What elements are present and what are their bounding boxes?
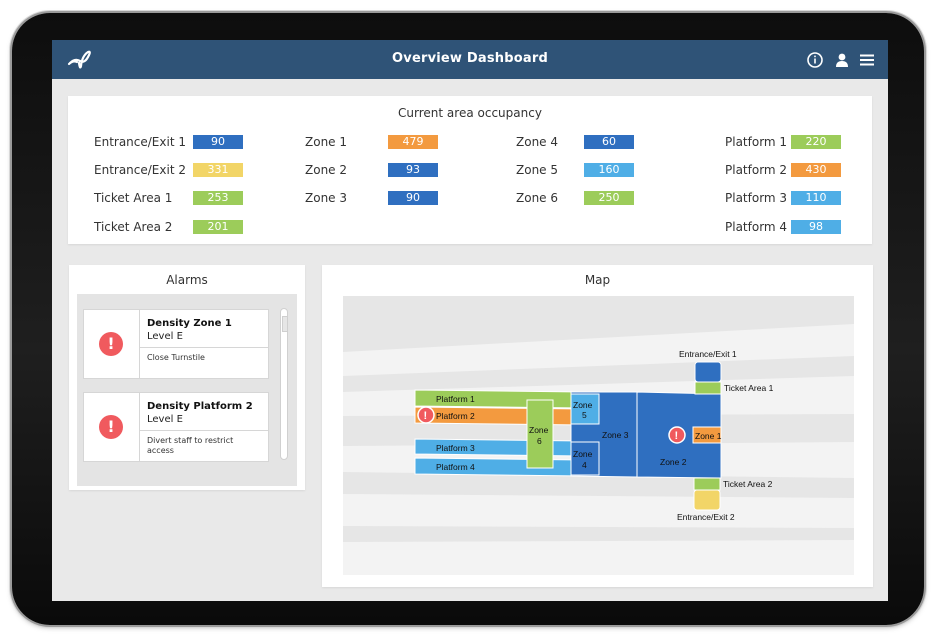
- occupancy-value: 93: [388, 163, 438, 177]
- alarm-title: Density Zone 1: [147, 318, 232, 329]
- svg-text:!: !: [675, 430, 679, 442]
- map-label-entrance-2: Entrance/Exit 2: [677, 512, 735, 522]
- alarm-list[interactable]: ! Density Zone 1 Level E Close Turnstile…: [77, 294, 297, 486]
- map-zone-4: [570, 441, 600, 476]
- occupancy-value: 160: [584, 163, 634, 177]
- occupancy-label: Platform 1: [725, 135, 788, 149]
- occupancy-value: 110: [791, 191, 841, 205]
- alarm-icon: !: [99, 415, 123, 439]
- app-screen: Overview Dashboard Current area occupanc…: [52, 40, 888, 601]
- map-label-platform-2: Platform 2: [436, 411, 475, 421]
- map-label-platform-3: Platform 3: [436, 443, 475, 453]
- occupancy-label: Platform 4: [725, 220, 788, 234]
- occupancy-label: Zone 1: [305, 135, 347, 149]
- alarms-title: Alarms: [166, 273, 208, 287]
- map-ticket-area-2: [693, 477, 721, 491]
- occupancy-label: Entrance/Exit 2: [94, 163, 186, 177]
- occupancy-value: 201: [193, 220, 243, 234]
- map-label-zone-4-a: Zone: [573, 449, 593, 459]
- logo-icon: [67, 50, 91, 69]
- occupancy-value: 250: [584, 191, 634, 205]
- map-label-platform-4: Platform 4: [436, 462, 475, 472]
- map-label-zone-1: Zone 1: [695, 431, 722, 441]
- occupancy-value: 90: [193, 135, 243, 149]
- occupancy-label: Zone 3: [305, 191, 347, 205]
- alarms-card: Alarms ! Density Zone 1 Level E Close Tu…: [69, 265, 305, 490]
- alarm-scrollbar[interactable]: [280, 308, 288, 460]
- alarm-title: Density Platform 2: [147, 401, 253, 412]
- occupancy-value: 430: [791, 163, 841, 177]
- info-icon[interactable]: [806, 51, 824, 69]
- map-label-zone-5-b: 5: [582, 410, 587, 420]
- occupancy-value: 479: [388, 135, 438, 149]
- alarm-level: Level E: [147, 331, 183, 342]
- occupancy-value: 90: [388, 191, 438, 205]
- map-label-platform-1: Platform 1: [436, 394, 475, 404]
- map-canvas[interactable]: Platform 1 Platform 2 Platform 3 Platfor…: [343, 296, 854, 575]
- map-label-ticket-area-1: Ticket Area 1: [724, 383, 774, 393]
- map-card: Map: [322, 265, 873, 587]
- occupancy-card: Current area occupancy Entrance/Exit 1 90…: [68, 96, 872, 244]
- alarm-icon-cell: !: [84, 310, 140, 378]
- svg-text:!: !: [424, 410, 428, 422]
- map-alarm-marker-zone-1: !: [668, 426, 686, 444]
- alarm-scroll-thumb[interactable]: [282, 316, 288, 332]
- occupancy-label: Zone 2: [305, 163, 347, 177]
- map-zone-5: [570, 393, 600, 425]
- occupancy-value: 253: [193, 191, 243, 205]
- map-ticket-area-1: [694, 381, 722, 395]
- map-label-entrance-1: Entrance/Exit 1: [679, 349, 737, 359]
- occupancy-title: Current area occupancy: [398, 106, 542, 120]
- map-label-zone-3: Zone 3: [602, 430, 629, 440]
- occupancy-label: Zone 5: [516, 163, 558, 177]
- alarm-divider: [140, 347, 268, 348]
- map-label-zone-4-b: 4: [582, 460, 587, 470]
- map-label-ticket-area-2: Ticket Area 2: [723, 479, 773, 489]
- page-title: Overview Dashboard: [392, 51, 548, 66]
- occupancy-value: 331: [193, 163, 243, 177]
- occupancy-label: Platform 3: [725, 191, 788, 205]
- occupancy-label: Platform 2: [725, 163, 788, 177]
- map-entrance-2: [693, 489, 721, 511]
- user-icon[interactable]: [833, 51, 851, 69]
- occupancy-label: Entrance/Exit 1: [94, 135, 186, 149]
- occupancy-label: Ticket Area 2: [94, 220, 173, 234]
- occupancy-label: Zone 4: [516, 135, 558, 149]
- occupancy-value: 60: [584, 135, 634, 149]
- map-label-zone-6-b: 6: [537, 436, 542, 446]
- alarm-item-density-platform-2[interactable]: ! Density Platform 2 Level E Divert staf…: [83, 392, 269, 462]
- alarm-icon-cell: !: [84, 393, 140, 461]
- map-entrance-1: [694, 361, 722, 383]
- occupancy-label: Ticket Area 1: [94, 191, 173, 205]
- map-title: Map: [584, 273, 611, 287]
- map-label-zone-5-a: Zone: [573, 400, 593, 410]
- occupancy-value: 98: [791, 220, 841, 234]
- map-label-zone-2: Zone 2: [660, 457, 687, 467]
- alarm-divider: [140, 430, 268, 431]
- occupancy-value: 220: [791, 135, 841, 149]
- map-label-zone-6-a: Zone: [529, 425, 549, 435]
- top-bar: Overview Dashboard: [52, 40, 888, 79]
- alarm-item-density-zone-1[interactable]: ! Density Zone 1 Level E Close Turnstile: [83, 309, 269, 379]
- station-map: Platform 1 Platform 2 Platform 3 Platfor…: [343, 324, 854, 575]
- map-zone-1: [692, 426, 722, 444]
- alarm-action: Divert staff to restrict access: [147, 436, 234, 455]
- alarm-icon: !: [99, 332, 123, 356]
- occupancy-label: Zone 6: [516, 191, 558, 205]
- map-zone-6: [526, 399, 554, 469]
- alarm-action: Close Turnstile: [147, 353, 205, 362]
- alarm-level: Level E: [147, 414, 183, 425]
- menu-icon[interactable]: [858, 51, 876, 69]
- map-alarm-marker-platform-2: !: [417, 406, 435, 424]
